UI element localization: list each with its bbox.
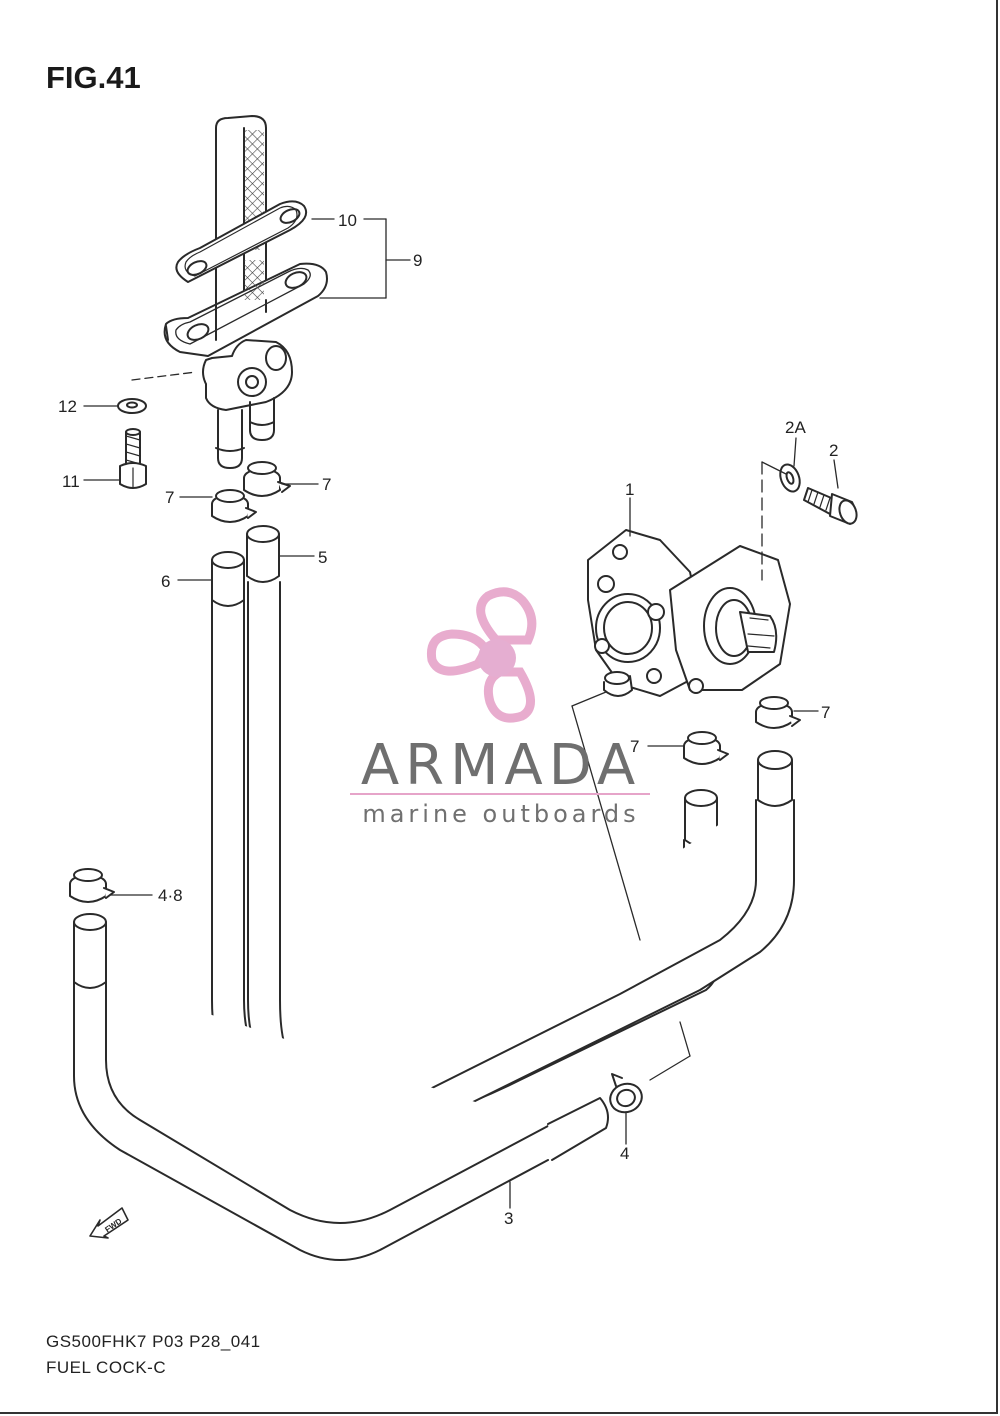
- callout-6: 6: [161, 572, 170, 591]
- washer-12: [117, 371, 197, 414]
- callout-7-right-bottom: 7: [630, 737, 639, 756]
- bolt-11: [119, 428, 147, 489]
- watermark-brand: ARMADA: [360, 733, 642, 798]
- callout-2: 2: [829, 441, 838, 460]
- callout-12: 12: [58, 397, 77, 416]
- callout-7-right: 7: [322, 475, 331, 494]
- callout-1: 1: [625, 480, 634, 499]
- callout-11: 11: [62, 472, 80, 491]
- forward-arrow-icon: [89, 1207, 129, 1239]
- leader-lines: [83, 218, 839, 1209]
- callout-4: 4: [620, 1144, 629, 1163]
- fuel-cock-unit-1: [587, 529, 791, 697]
- fwd-badge: FWD: [89, 1207, 129, 1239]
- diagram-code: GS500FHK7 P03 P28_041: [46, 1332, 261, 1351]
- clamp-7-upper-left: [211, 489, 257, 523]
- clamp-4-lower: [609, 1073, 643, 1114]
- callout-10: 10: [338, 211, 357, 230]
- fuel-cock-strainer-assembly: [163, 115, 328, 469]
- clamp-7-right-top: [755, 696, 801, 729]
- callout-9: 9: [413, 251, 422, 270]
- callout-3: 3: [504, 1209, 513, 1228]
- washer-2a: [779, 463, 801, 493]
- clamp-4-8: [69, 868, 115, 903]
- callout-4-8: 4·8: [158, 886, 183, 905]
- callout-2a: 2A: [785, 418, 806, 437]
- callout-7-left: 7: [165, 488, 174, 507]
- callout-5: 5: [318, 548, 327, 567]
- clamp-7-upper-right: [243, 461, 291, 497]
- figure-title: FIG.41: [46, 60, 141, 95]
- hose-4: [73, 979, 549, 1261]
- watermark-tagline: marine outboards: [362, 800, 640, 828]
- propeller-logo-icon: [426, 587, 537, 723]
- watermark-rule: [350, 793, 650, 795]
- callout-7-right-top: 7: [821, 703, 830, 722]
- diagram-name: FUEL COCK-C: [46, 1358, 167, 1377]
- screw-2: [803, 487, 858, 525]
- clamp-7-right-bottom: [683, 731, 729, 765]
